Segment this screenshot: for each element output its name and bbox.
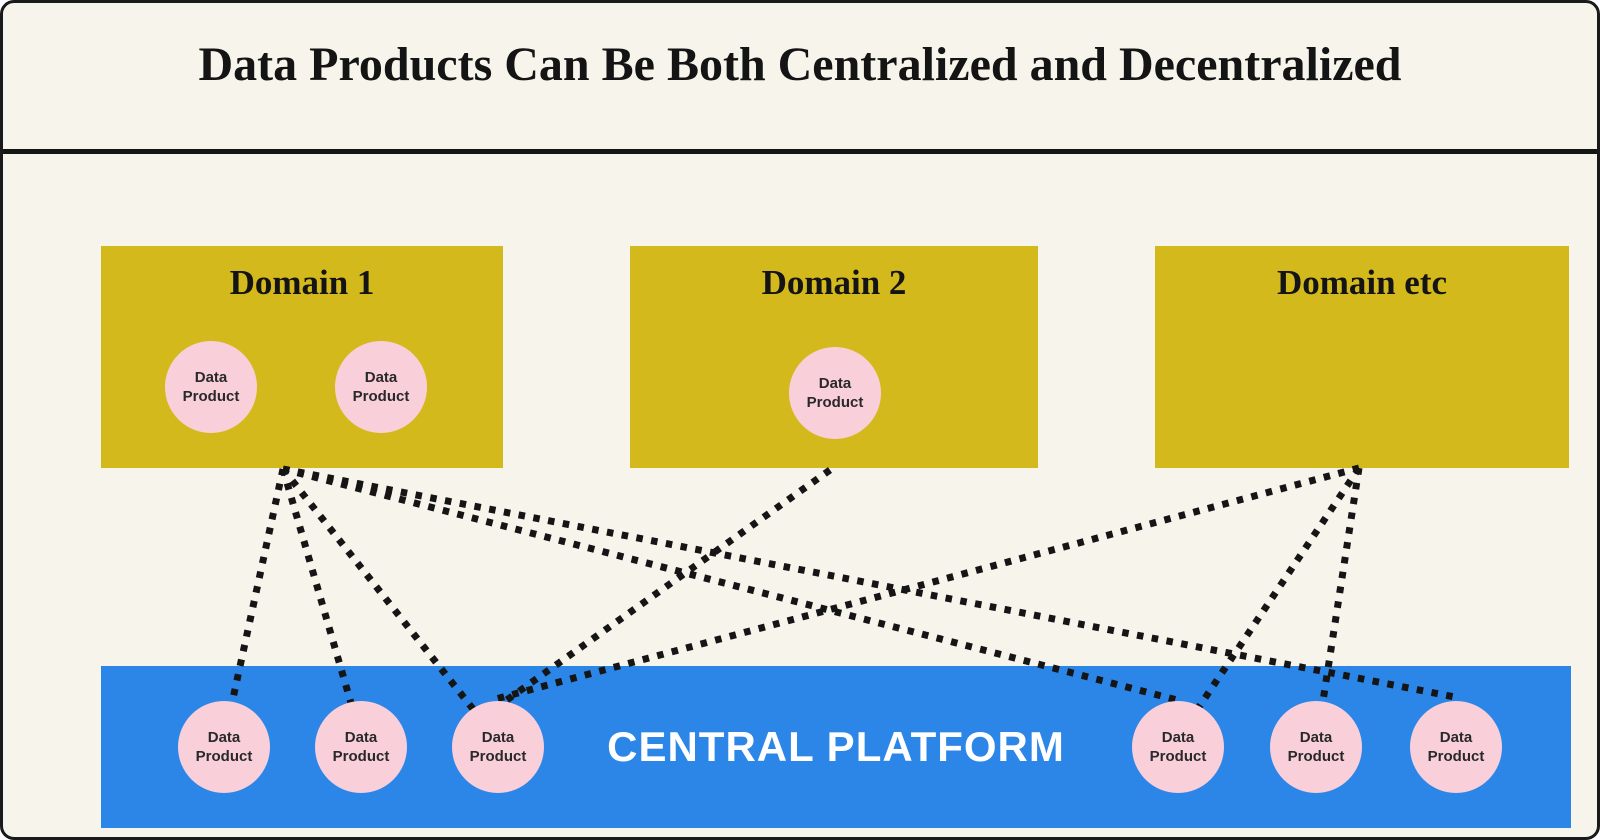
product-circle-label: Data Product — [469, 729, 527, 765]
product-circle-label: Data Product — [1287, 729, 1345, 765]
platform-product-circle-6: Data Product — [1410, 701, 1502, 793]
platform-product-circle-5: Data Product — [1270, 701, 1362, 793]
product-circle-label: Data Product — [195, 729, 253, 765]
domain-1-product-circle-1: Data Product — [165, 341, 257, 433]
central-platform-label: CENTRAL PLATFORM — [607, 723, 1065, 770]
domain-etc-box: Domain etc — [1155, 246, 1569, 468]
platform-product-circle-1: Data Product — [178, 701, 270, 793]
domain-1-box: Domain 1 — [101, 246, 503, 468]
product-circle-label: Data Product — [352, 369, 410, 405]
product-circle-label: Data Product — [806, 375, 864, 411]
domain-etc-label: Domain etc — [1276, 263, 1448, 302]
product-circle-label: Data Product — [1427, 729, 1485, 765]
title-divider — [3, 149, 1597, 154]
product-circle-label: Data Product — [332, 729, 390, 765]
platform-product-circle-4: Data Product — [1132, 701, 1224, 793]
platform-product-circle-3: Data Product — [452, 701, 544, 793]
domain-2-label: Domain 2 — [761, 263, 907, 302]
connection-domain1-product6 — [282, 465, 1456, 701]
domain-1-product-circle-2: Data Product — [335, 341, 427, 433]
product-circle-label: Data Product — [182, 369, 240, 405]
product-circle-label: Data Product — [1149, 729, 1207, 765]
platform-product-circle-2: Data Product — [315, 701, 407, 793]
page-title: Data Products Can Be Both Centralized an… — [198, 38, 1402, 91]
domain-2-product-circle-1: Data Product — [789, 347, 881, 439]
domain-1-label: Domain 1 — [229, 263, 375, 302]
